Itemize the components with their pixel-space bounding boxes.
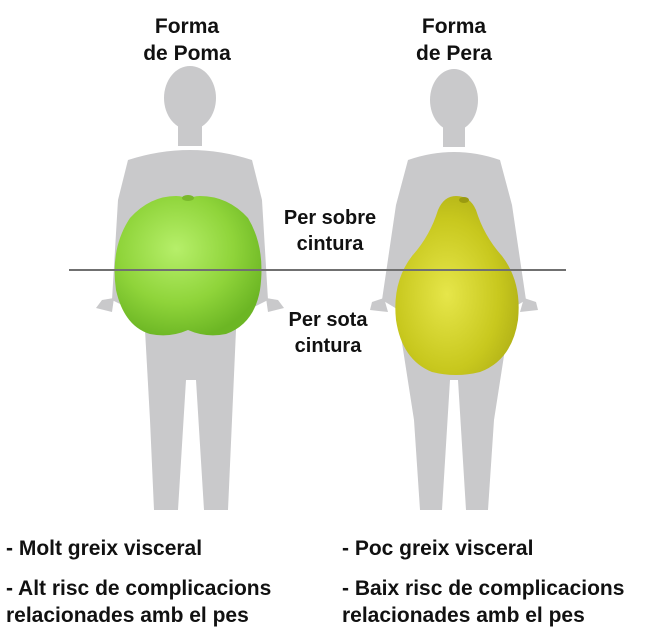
pear-risk-line1: - Baix risc de complicacions	[342, 576, 624, 603]
apple-risk-line1: - Alt risc de complicacions	[6, 576, 271, 603]
above-waist-line1: Per sobre	[250, 206, 410, 232]
below-waist-label: Per sota cintura	[248, 308, 408, 359]
apple-title-line1: Forma	[107, 14, 267, 41]
apple-fat-note: - Molt greix visceral	[6, 536, 202, 563]
below-waist-line1: Per sota	[248, 308, 408, 334]
pear-title-line2: de Pera	[374, 41, 534, 68]
pear-fat-note: - Poc greix visceral	[342, 536, 533, 563]
pear-title-line1: Forma	[374, 14, 534, 41]
pear-risk-note: - Baix risc de complicacions relacionade…	[342, 576, 624, 630]
apple-risk-line2: relacionades amb el pes	[6, 603, 271, 630]
below-waist-line2: cintura	[248, 334, 408, 360]
apple-shape-title: Forma de Poma	[107, 14, 267, 68]
above-waist-label: Per sobre cintura	[250, 206, 410, 257]
apple-fruit-icon	[115, 195, 262, 335]
apple-title-line2: de Poma	[107, 41, 267, 68]
apple-risk-note: - Alt risc de complicacions relacionades…	[6, 576, 271, 630]
pear-shape-title: Forma de Pera	[374, 14, 534, 68]
above-waist-line2: cintura	[250, 232, 410, 258]
pear-risk-line2: relacionades amb el pes	[342, 603, 624, 630]
